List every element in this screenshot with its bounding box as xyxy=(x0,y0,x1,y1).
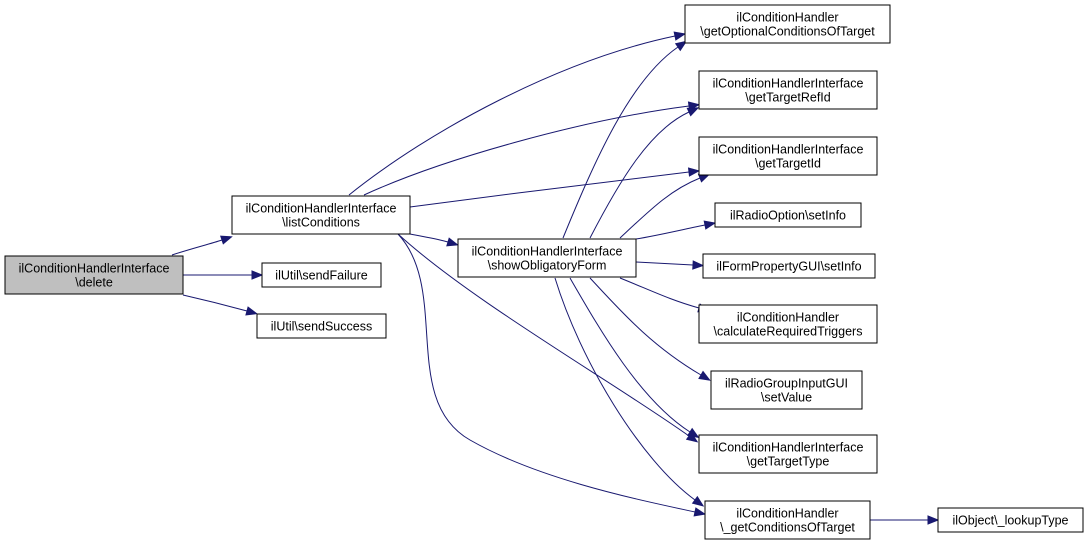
node-show[interactable]: ilConditionHandlerInterface\showObligato… xyxy=(457,238,637,278)
node-label-line: \_getConditionsOfTarget xyxy=(720,521,855,535)
edges-layer xyxy=(171,31,940,525)
edge-show-to-formsetinfo xyxy=(635,260,705,270)
edge-delete-to-list xyxy=(171,235,233,256)
node-box xyxy=(457,238,637,278)
node-label-line: ilRadioOption\setInfo xyxy=(730,209,846,223)
edge-show-to-radiosetinfo xyxy=(635,220,717,240)
node-box xyxy=(256,313,387,339)
node-label-line: \getOptionalConditionsOfTarget xyxy=(700,25,875,39)
node-label-line: \getTargetRefId xyxy=(745,91,831,105)
node-label-line: \listConditions xyxy=(282,216,360,230)
node-label-line: ilFormPropertyGUI\setInfo xyxy=(716,260,861,274)
node-formsetinfo[interactable]: ilFormPropertyGUI\setInfo xyxy=(702,253,876,279)
node-refid[interactable]: ilConditionHandlerInterface\getTargetRef… xyxy=(698,70,878,110)
edge-show-to-getcond xyxy=(554,277,705,507)
node-box xyxy=(702,253,876,279)
node-label-line: ilConditionHandler xyxy=(736,11,838,25)
node-box xyxy=(698,70,878,110)
node-label-line: ilConditionHandler xyxy=(736,507,838,521)
edge-show-to-refid xyxy=(589,107,700,239)
node-box xyxy=(231,195,411,235)
edge-show-to-optcond xyxy=(562,40,688,239)
node-lookup[interactable]: ilObject\_lookupType xyxy=(937,507,1084,533)
node-box xyxy=(937,507,1084,533)
node-label-line: ilConditionHandlerInterface xyxy=(713,143,864,157)
edge-list-to-tid xyxy=(409,167,701,208)
node-label-line: \delete xyxy=(75,276,113,290)
edge-show-to-tid xyxy=(619,173,711,239)
edge-delete-to-sendsucc xyxy=(182,294,258,316)
node-calc[interactable]: ilConditionHandler\calculateRequiredTrig… xyxy=(698,304,878,344)
node-label-line: \getTargetId xyxy=(755,157,821,171)
edge-show-to-ttype xyxy=(569,277,700,439)
node-label-line: ilRadioGroupInputGUI xyxy=(725,377,848,391)
node-label-line: ilObject\_lookupType xyxy=(952,514,1068,528)
node-box xyxy=(710,370,863,410)
node-label-line: \getTargetType xyxy=(747,455,830,469)
node-box xyxy=(4,255,184,295)
node-label-line: ilUtil\sendFailure xyxy=(275,269,367,283)
node-label-line: ilConditionHandlerInterface xyxy=(246,202,397,216)
node-label-line: \showObligatoryForm xyxy=(488,259,607,273)
node-label-line: \calculateRequiredTriggers xyxy=(714,325,863,339)
node-list[interactable]: ilConditionHandlerInterface\listConditio… xyxy=(231,195,411,235)
node-box xyxy=(698,304,878,344)
node-box xyxy=(261,262,382,288)
node-radiosetinfo[interactable]: ilRadioOption\setInfo xyxy=(714,202,862,228)
node-box xyxy=(684,4,891,44)
edge-list-to-optcond xyxy=(348,31,687,196)
node-label-line: ilConditionHandler xyxy=(737,311,839,325)
node-label-line: ilConditionHandlerInterface xyxy=(19,262,170,276)
node-label-line: ilConditionHandlerInterface xyxy=(713,77,864,91)
node-sendsucc[interactable]: ilUtil\sendSuccess xyxy=(256,313,387,339)
edge-getcond-to-lookup xyxy=(870,515,940,525)
node-sendfail[interactable]: ilUtil\sendFailure xyxy=(261,262,382,288)
node-label-line: ilConditionHandlerInterface xyxy=(472,245,623,259)
node-label-line: \setValue xyxy=(761,391,812,405)
node-box xyxy=(704,500,871,540)
node-box xyxy=(714,202,862,228)
node-optcond[interactable]: ilConditionHandler\getOptionalConditions… xyxy=(684,4,891,44)
node-radioval[interactable]: ilRadioGroupInputGUI\setValue xyxy=(710,370,863,410)
node-tid[interactable]: ilConditionHandlerInterface\getTargetId xyxy=(698,136,878,176)
node-ttype[interactable]: ilConditionHandlerInterface\getTargetTyp… xyxy=(698,434,878,474)
node-getcond[interactable]: ilConditionHandler\_getConditionsOfTarge… xyxy=(704,500,871,540)
edge-list-to-getcond xyxy=(397,233,707,517)
node-box xyxy=(698,136,878,176)
node-delete[interactable]: ilConditionHandlerInterface\delete xyxy=(4,255,184,295)
edge-show-to-radioval xyxy=(589,277,711,381)
node-box xyxy=(698,434,878,474)
edge-delete-to-sendfail xyxy=(182,270,264,280)
node-label-line: ilConditionHandlerInterface xyxy=(713,441,864,455)
node-label-line: ilUtil\sendSuccess xyxy=(271,320,372,334)
edge-list-to-show xyxy=(409,233,459,247)
edge-show-to-calc xyxy=(619,277,710,313)
nodes-layer: ilConditionHandlerInterface\deleteilCond… xyxy=(4,4,1084,540)
